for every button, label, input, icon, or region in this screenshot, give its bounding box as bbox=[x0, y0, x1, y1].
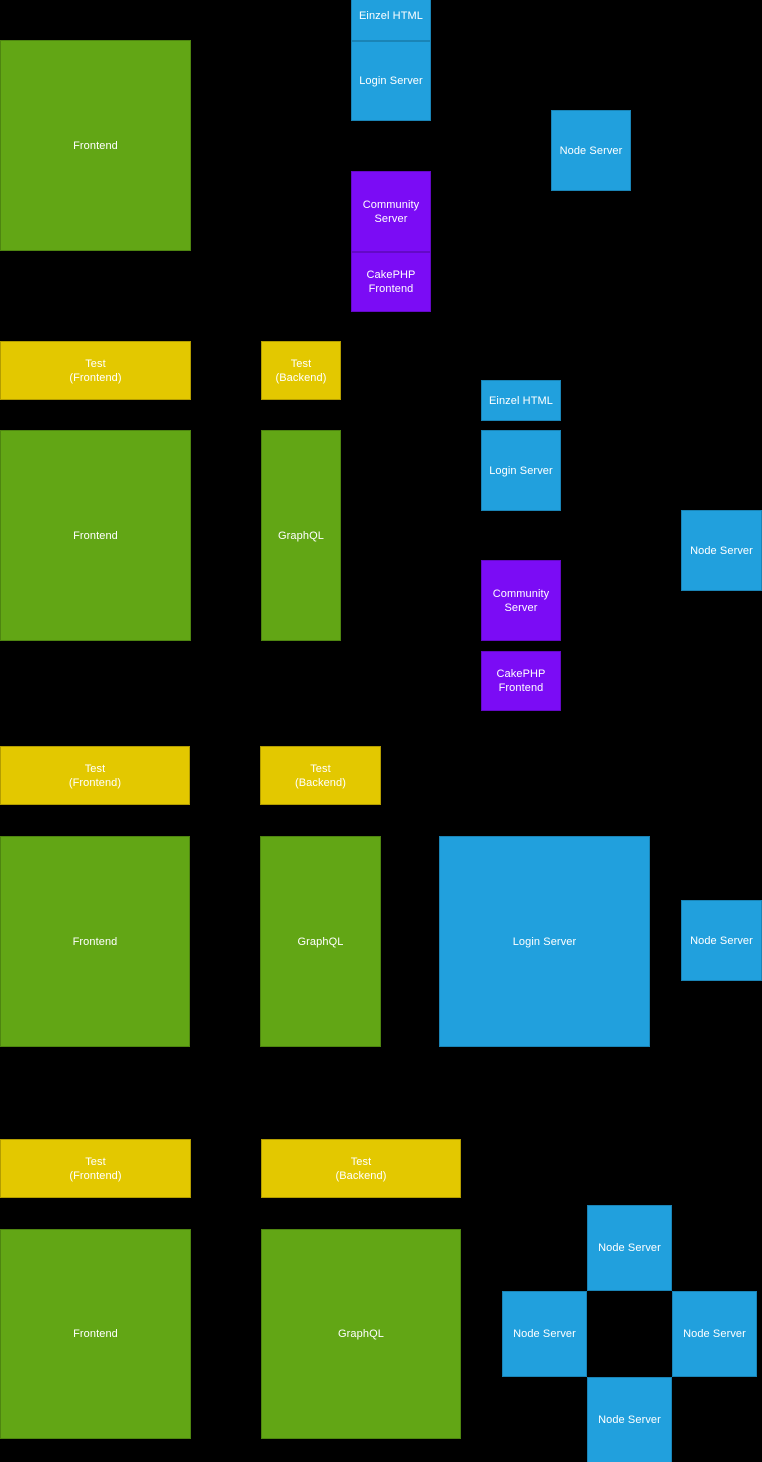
block-label: Node Server bbox=[598, 1242, 661, 1254]
block-label: GraphQL bbox=[297, 935, 344, 948]
block-r1-einzel-html[interactable]: Einzel HTML bbox=[351, 0, 431, 41]
block-r2-node-server[interactable]: Node Server bbox=[681, 510, 762, 591]
block-r4-test-backend[interactable]: Test (Backend) bbox=[261, 1139, 461, 1198]
block-label: Login Server bbox=[359, 75, 423, 87]
block-label: Node Server bbox=[598, 1414, 661, 1426]
block-r4-node-server-right[interactable]: Node Server bbox=[672, 1291, 757, 1377]
block-label: Einzel HTML bbox=[488, 394, 554, 407]
block-r2-einzel-html[interactable]: Einzel HTML bbox=[481, 380, 561, 421]
block-label: Community Server bbox=[362, 198, 420, 225]
block-label: Login Server bbox=[512, 935, 577, 948]
block-label: Community Server bbox=[492, 587, 550, 614]
block-label: Node Server bbox=[683, 1328, 746, 1340]
block-r2-login-server[interactable]: Login Server bbox=[481, 430, 561, 511]
block-label: Frontend bbox=[72, 935, 118, 948]
block-r4-node-server-bottom[interactable]: Node Server bbox=[587, 1377, 672, 1462]
block-label: Frontend bbox=[73, 1328, 118, 1340]
block-r4-frontend[interactable]: Frontend bbox=[0, 1229, 191, 1439]
block-r4-graphql[interactable]: GraphQL bbox=[261, 1229, 461, 1439]
block-r2-frontend[interactable]: Frontend bbox=[0, 430, 191, 641]
block-label: Node Server bbox=[559, 144, 623, 157]
block-label: Node Server bbox=[690, 544, 753, 557]
block-label: GraphQL bbox=[338, 1328, 384, 1340]
block-label: Test (Backend) bbox=[275, 357, 327, 384]
block-label: Test (Frontend) bbox=[68, 762, 122, 789]
block-label: Einzel HTML bbox=[358, 9, 424, 22]
block-r1-login-server[interactable]: Login Server bbox=[351, 41, 431, 121]
block-label: Login Server bbox=[489, 464, 553, 477]
block-r3-login-server[interactable]: Login Server bbox=[439, 836, 650, 1047]
block-r2-graphql[interactable]: GraphQL bbox=[261, 430, 341, 641]
block-r2-community-server[interactable]: Community Server bbox=[481, 560, 561, 641]
block-r3-test-frontend[interactable]: Test (Frontend) bbox=[0, 746, 190, 805]
block-r3-node-server[interactable]: Node Server bbox=[681, 900, 762, 981]
block-r1-cakephp-frontend[interactable]: CakePHP Frontend bbox=[351, 252, 431, 312]
block-r2-test-backend[interactable]: Test (Backend) bbox=[261, 341, 341, 400]
block-label: Node Server bbox=[690, 934, 753, 947]
block-label: CakePHP Frontend bbox=[366, 269, 416, 295]
block-r1-community-server[interactable]: Community Server bbox=[351, 171, 431, 252]
block-r1-node-server[interactable]: Node Server bbox=[551, 110, 631, 191]
block-r2-cakephp-frontend[interactable]: CakePHP Frontend bbox=[481, 651, 561, 711]
block-r3-test-backend[interactable]: Test (Backend) bbox=[260, 746, 381, 805]
block-r4-test-frontend[interactable]: Test (Frontend) bbox=[0, 1139, 191, 1198]
block-r4-node-server-top[interactable]: Node Server bbox=[587, 1205, 672, 1291]
block-r3-graphql[interactable]: GraphQL bbox=[260, 836, 381, 1047]
block-label: Node Server bbox=[513, 1328, 576, 1340]
block-r3-frontend[interactable]: Frontend bbox=[0, 836, 190, 1047]
block-label: Test (Backend) bbox=[294, 762, 347, 789]
block-r1-frontend[interactable]: Frontend bbox=[0, 40, 191, 251]
block-label: Test (Backend) bbox=[335, 1155, 387, 1182]
block-label: Test (Frontend) bbox=[69, 1155, 122, 1182]
block-label: Frontend bbox=[73, 529, 118, 542]
block-label: Frontend bbox=[73, 139, 118, 152]
block-label: Test (Frontend) bbox=[69, 357, 122, 384]
block-label: CakePHP Frontend bbox=[496, 668, 546, 694]
block-label: GraphQL bbox=[278, 529, 324, 542]
block-r4-node-server-left[interactable]: Node Server bbox=[502, 1291, 587, 1377]
block-r2-test-frontend[interactable]: Test (Frontend) bbox=[0, 341, 191, 400]
